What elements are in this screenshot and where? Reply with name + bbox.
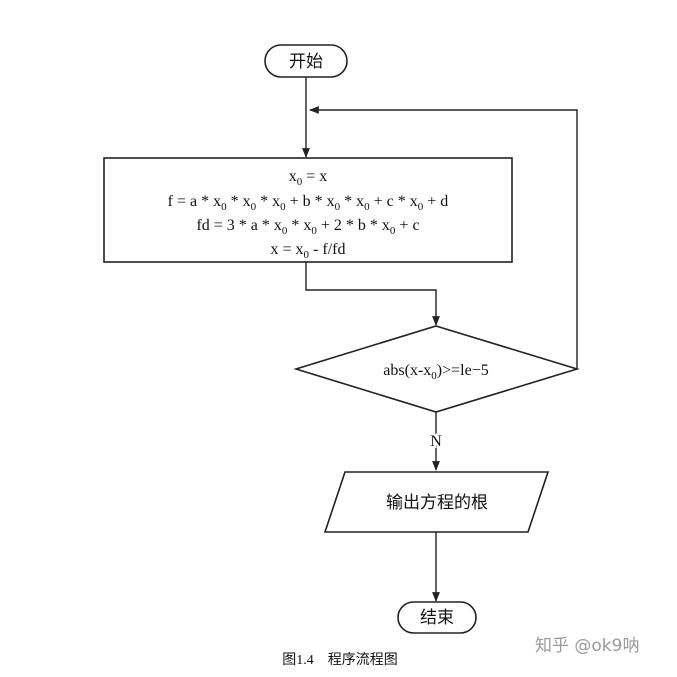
text-segment: * x	[287, 217, 311, 234]
text-segment: * x	[340, 193, 364, 210]
process-line-1: x0 = x	[289, 168, 328, 188]
subscript: 0	[335, 201, 341, 213]
text-segment: )>=le−5	[437, 362, 489, 379]
end-terminal	[397, 601, 477, 634]
text-segment: - f/fd	[309, 241, 345, 258]
subscript: 0	[304, 249, 310, 261]
text-segment: + b * x	[286, 193, 335, 210]
text-segment: abs(x-x	[383, 362, 431, 379]
text-segment: x = x	[271, 241, 304, 258]
subscript: 0	[311, 225, 317, 237]
subscript: 0	[390, 225, 396, 237]
process-line-3: fd = 3 * a * x0 * x0 + 2 * b * x0 + c	[196, 217, 419, 237]
subscript: 0	[251, 201, 257, 213]
process-line-2: f = a * x0 * x0 * x0 + b * x0 * x0 + c *…	[168, 193, 449, 213]
subscript: 0	[221, 201, 227, 213]
text-segment: * x	[227, 193, 251, 210]
decision-label: abs(x-x0)>=le−5	[383, 362, 488, 382]
arrow-process-to-decision	[305, 262, 440, 326]
subscript: 0	[282, 225, 288, 237]
text-segment: f = a * x	[168, 193, 221, 210]
text-segment: + c	[395, 217, 419, 234]
subscript: 0	[431, 370, 437, 382]
end-label: 结束	[420, 608, 454, 628]
start-label: 开始	[289, 52, 323, 72]
text-segment: + c * x	[370, 193, 418, 210]
text-segment: + 2 * b * x	[317, 217, 390, 234]
subscript: 0	[364, 201, 370, 213]
subscript: 0	[418, 201, 424, 213]
loop-back-line	[309, 106, 578, 369]
process-box	[103, 157, 513, 263]
subscript: 0	[280, 201, 286, 213]
watermark: 知乎 @ok9呐	[535, 636, 639, 656]
output-parallelogram	[323, 471, 550, 533]
text-segment: fd = 3 * a * x	[196, 217, 281, 234]
text-segment: + d	[423, 193, 448, 210]
output-label: 输出方程的根	[386, 493, 488, 513]
figure-caption: 图1.4 程序流程图	[282, 652, 398, 668]
process-line-4: x = x0 - f/fd	[271, 241, 346, 261]
no-label: N	[430, 433, 442, 450]
text-segment: * x	[256, 193, 280, 210]
